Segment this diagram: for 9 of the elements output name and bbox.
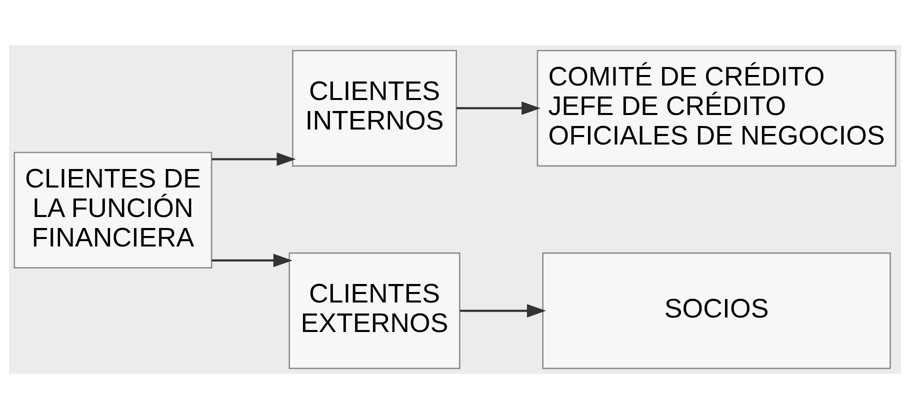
arrow xyxy=(459,304,546,318)
node-box: CLIENTES EXTERNOS xyxy=(288,252,460,370)
arrow xyxy=(211,152,296,166)
arrow xyxy=(211,254,292,268)
node-box: COMITÉ DE CRÉDITO JEFE DE CRÉDITO OFICIALES DE NEGOCIOS xyxy=(536,50,896,167)
node-box: SOCIOS xyxy=(542,252,890,370)
arrow xyxy=(456,102,540,115)
node-box: CLIENTES INTERNOS xyxy=(292,50,456,167)
node-box: CLIENTES DE LA FUNCIÓN FINANCIERA xyxy=(13,152,212,269)
